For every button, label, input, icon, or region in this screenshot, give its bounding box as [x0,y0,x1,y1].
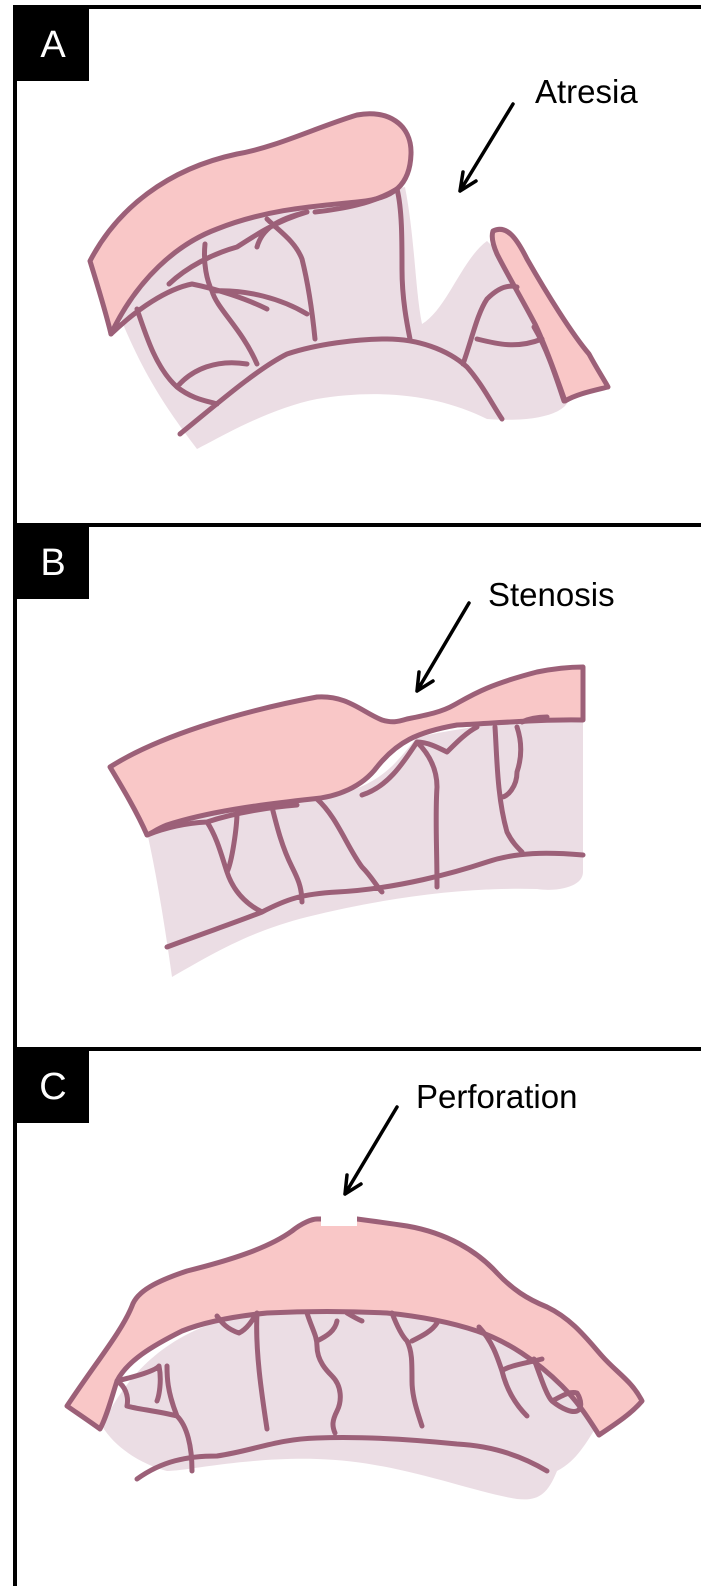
perforation-arrow [345,1107,397,1194]
stenosis-arrow [417,603,469,691]
panel-atresia: A Atresia [13,5,701,527]
atresia-arrow [460,104,513,191]
stenosis-illustration [17,527,701,1052]
panel-stenosis: B Stenosis [13,523,701,1052]
atresia-illustration [17,9,701,527]
perforation-illustration [17,1051,701,1586]
panel-perforation: C Perforation [13,1047,701,1586]
perforation-gap [321,1211,357,1226]
